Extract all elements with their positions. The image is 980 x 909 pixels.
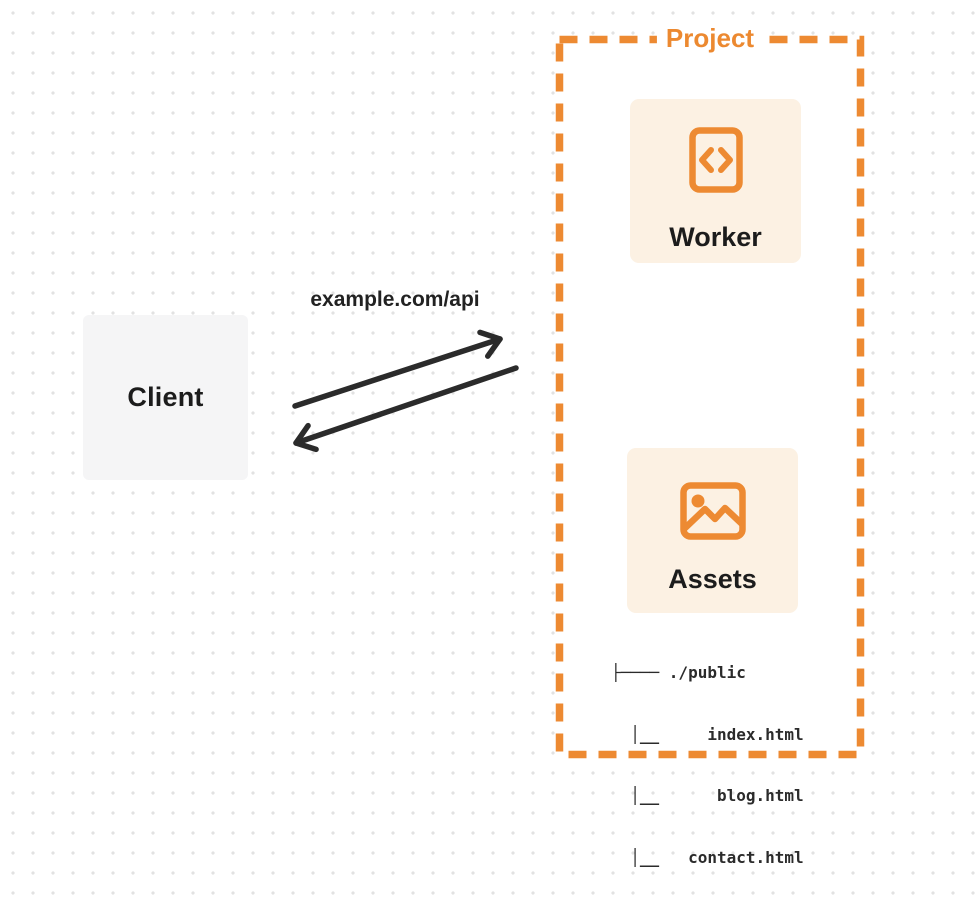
client-node: Client	[83, 315, 248, 480]
request-arrow	[292, 329, 503, 409]
image-icon	[679, 482, 746, 540]
tree-line-file: │__ contact.html	[611, 847, 804, 867]
assets-label: Assets	[668, 564, 757, 594]
tree-line-file: │__ blog.html	[611, 786, 804, 805]
diagram-canvas: { "diagram": { "client": { "label": "Cli…	[0, 0, 980, 867]
project-group: Project Worker Assets ├──── ./public │__…	[555, 23, 865, 867]
worker-card: Worker	[630, 99, 801, 263]
code-file-icon	[688, 127, 743, 193]
project-label: Project	[656, 23, 764, 53]
tree-line-root: ├──── ./public	[611, 663, 746, 682]
file-tree: ├──── ./public │__ index.html │__ blog.h…	[611, 622, 804, 909]
response-arrow	[293, 365, 519, 453]
tree-line-file: │__ index.html	[611, 724, 804, 744]
client-label: Client	[127, 382, 204, 412]
request-url-label: example.com/api	[310, 288, 480, 311]
assets-card: Assets	[627, 448, 798, 613]
worker-label: Worker	[669, 222, 762, 252]
